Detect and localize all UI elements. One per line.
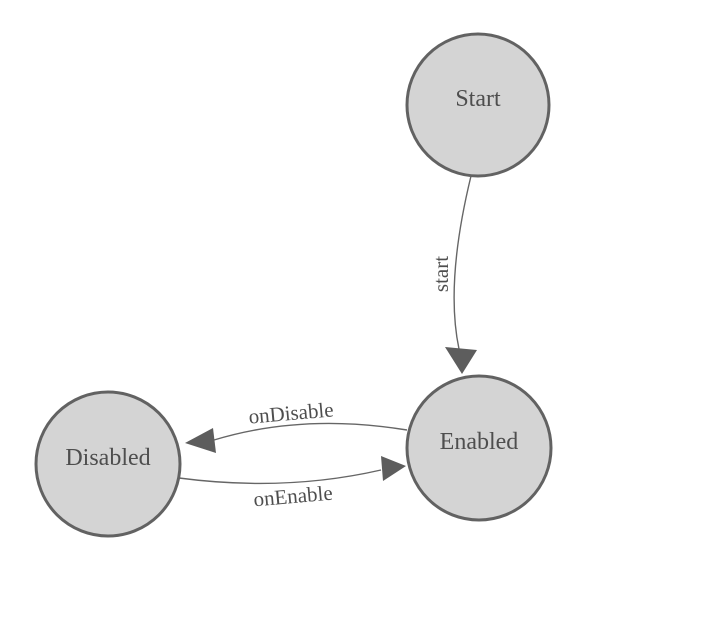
- edge-disabled-to-enabled: onEnable: [178, 456, 406, 512]
- enabled-state-circle: [405, 374, 553, 522]
- start-state-circle: [405, 32, 551, 178]
- edge-ondisable-line: [213, 422, 408, 441]
- node-disabled: Disabled: [34, 390, 182, 538]
- edge-onenable-line: [178, 469, 382, 485]
- node-start: Start: [405, 32, 551, 178]
- disabled-state-label: Disabled: [65, 445, 150, 471]
- arrowhead-into-disabled: [185, 428, 216, 453]
- arrowhead-into-enabled: [445, 347, 477, 374]
- node-enabled: Enabled: [405, 374, 553, 522]
- edge-label-onenable: onEnable: [252, 481, 333, 512]
- edge-start-to-enabled: start: [429, 175, 477, 374]
- disabled-state-circle: [34, 390, 182, 538]
- start-state-label: Start: [455, 86, 501, 112]
- edge-start-line: [453, 175, 472, 350]
- edge-enabled-to-disabled: onDisable: [185, 397, 408, 453]
- enabled-state-label: Enabled: [440, 429, 519, 455]
- arrowhead-into-enabled-2: [381, 456, 406, 481]
- edge-label-start: start: [429, 256, 453, 292]
